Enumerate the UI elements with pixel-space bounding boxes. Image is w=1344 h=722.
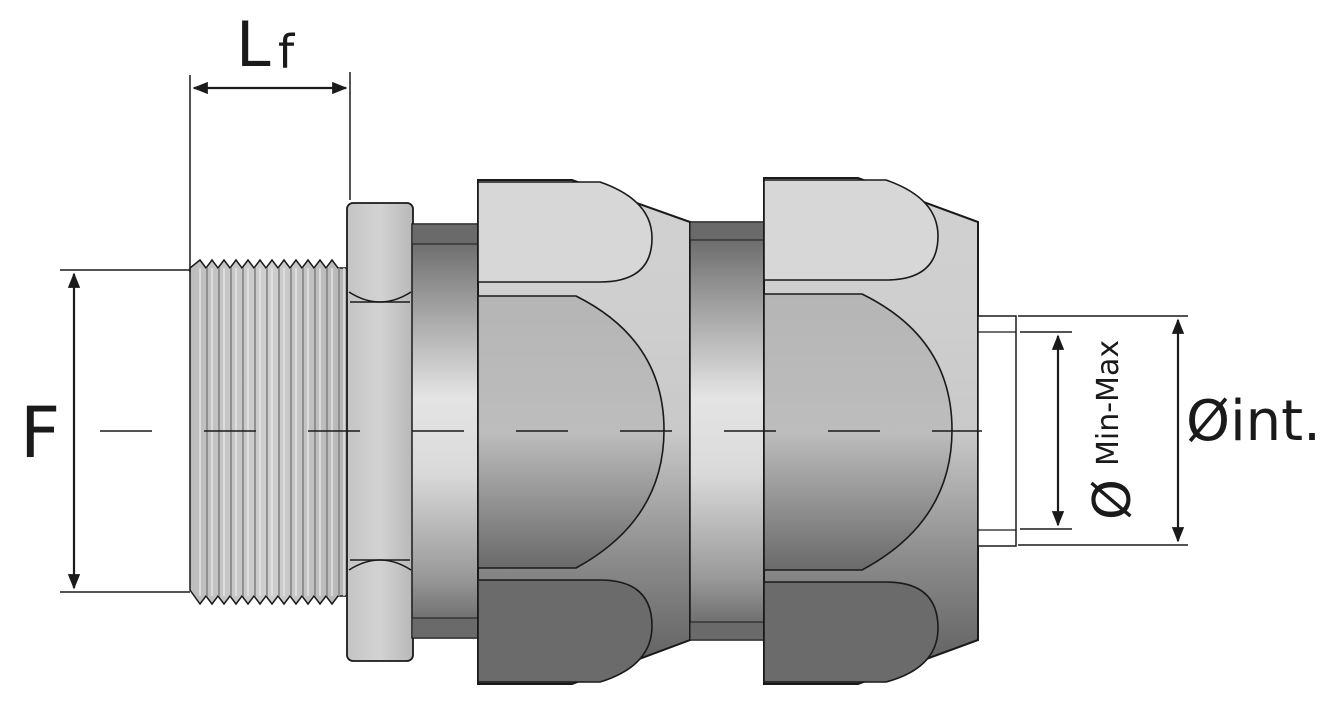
dimension-int	[1018, 315, 1188, 546]
hex-nut	[346, 202, 414, 662]
dimension-f	[60, 269, 190, 593]
dimension-lf	[189, 72, 351, 272]
dimension-min-max	[1020, 331, 1072, 530]
int-label: Øint.	[1186, 389, 1321, 454]
lf-subscript: f	[278, 25, 296, 79]
seal-insert	[977, 315, 1017, 547]
diameter-symbol-small: Ø	[1083, 479, 1143, 520]
thread-section	[189, 258, 349, 606]
cap-nut-1	[477, 179, 691, 685]
f-label: F	[20, 392, 60, 474]
min-max-label: Min-Max	[1091, 340, 1126, 466]
lf-label: L	[236, 8, 271, 81]
